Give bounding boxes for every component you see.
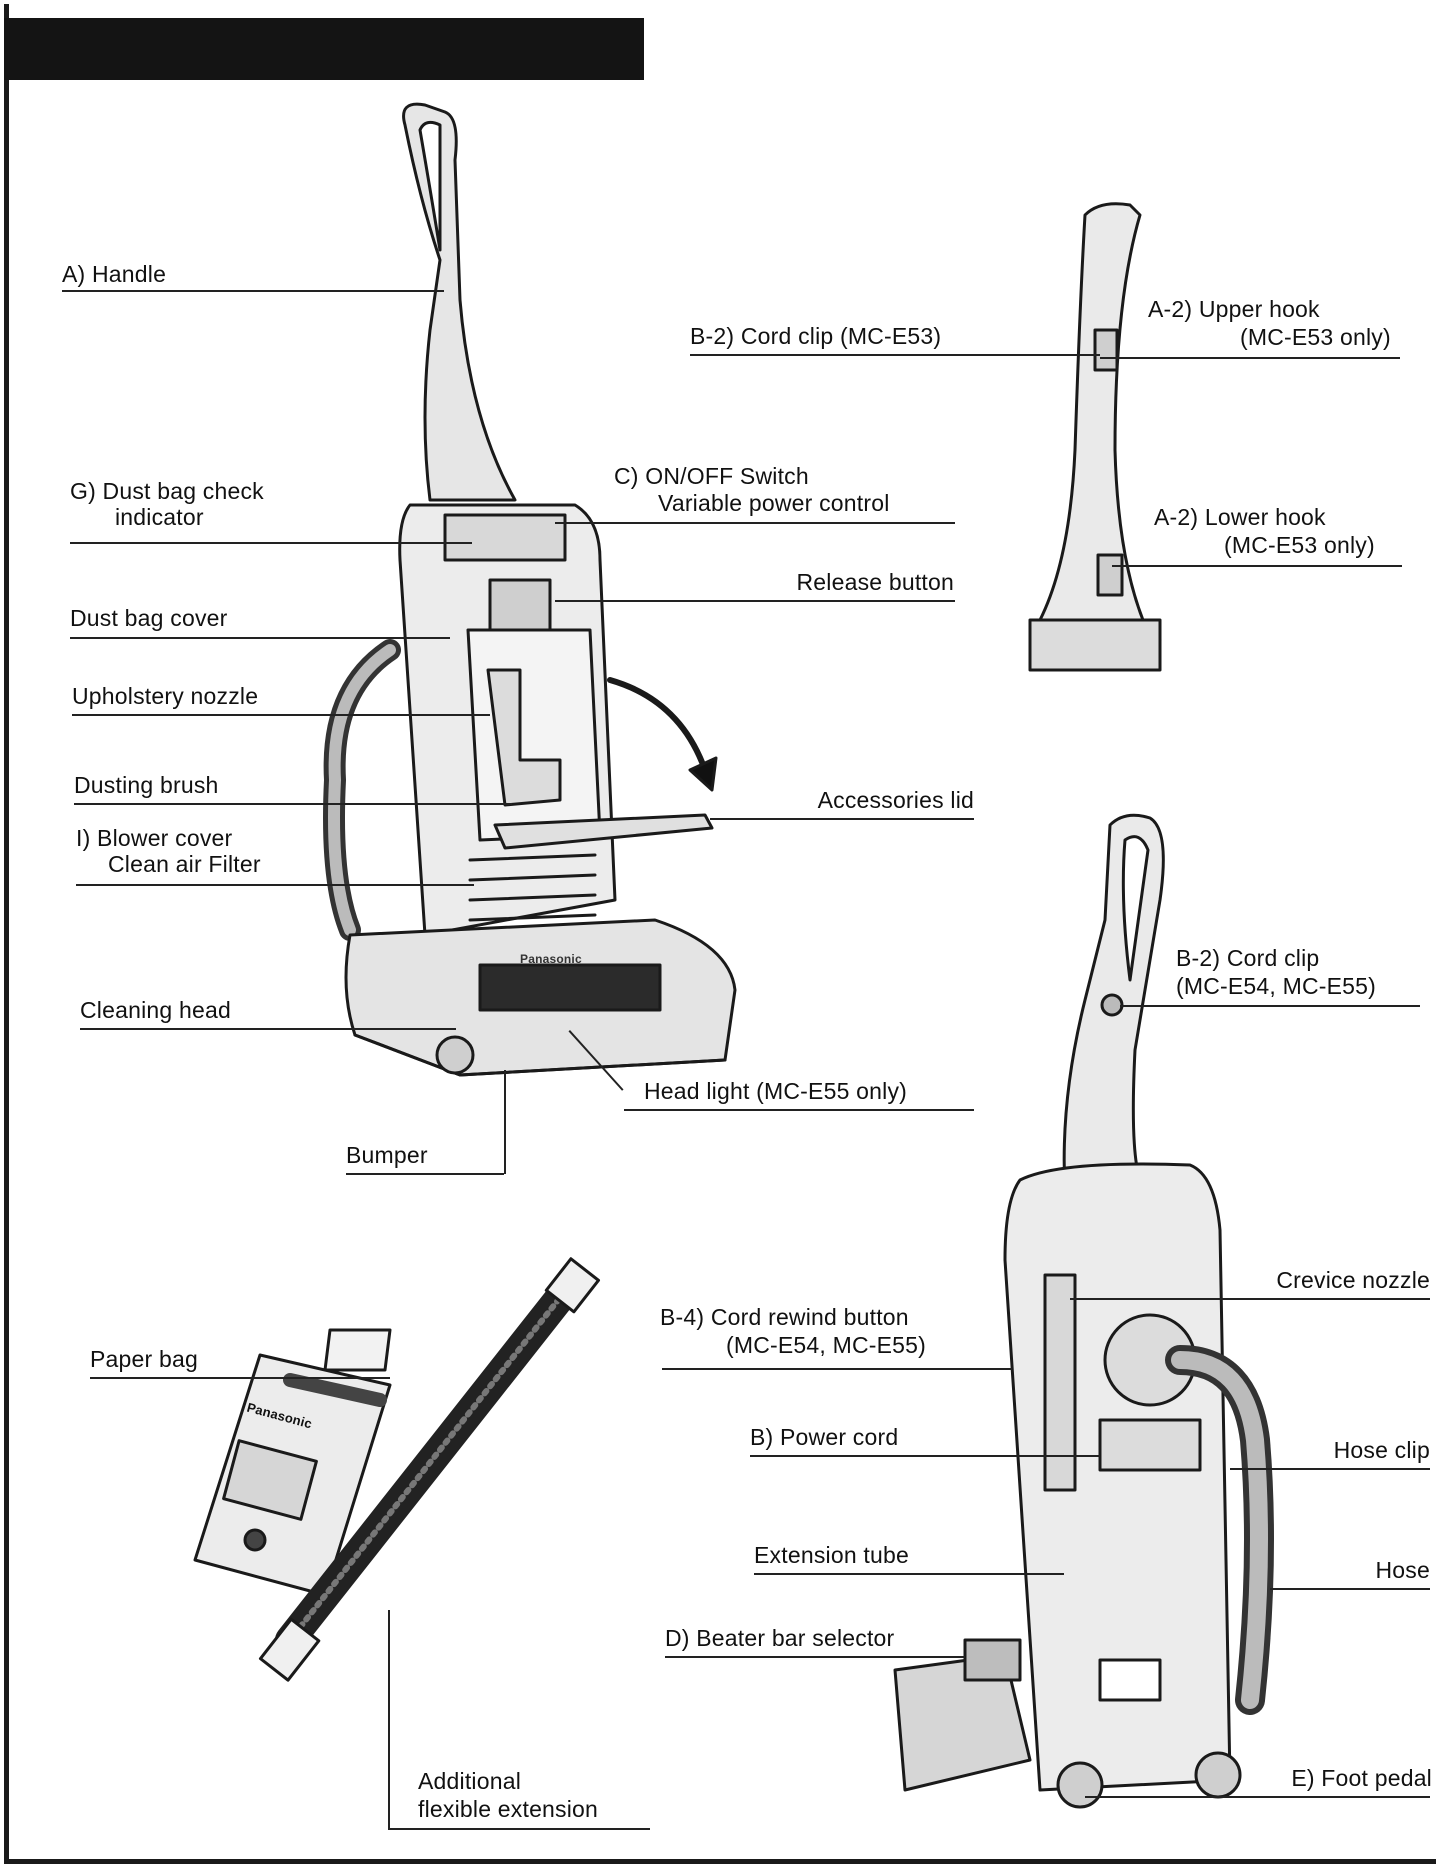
flex-extension-drawing [258, 1257, 600, 1682]
label-extension-tube: Extension tube [754, 1542, 909, 1568]
leader-dust-bag-cover [70, 637, 450, 639]
leader-cord-clip-e54 [1120, 1005, 1420, 1007]
leader-beater-bar [665, 1656, 965, 1658]
label-cord-clip-e54: B-2) Cord clip [1176, 945, 1320, 971]
leader-crevice-nozzle [1070, 1298, 1430, 1300]
label-accessories-lid: Accessories lid [817, 787, 974, 813]
label-lower-hook: A-2) Lower hook [1154, 504, 1326, 530]
label-release-button: Release button [796, 569, 954, 595]
leader-bumper [346, 1173, 504, 1175]
label-additional-extension: Additional [418, 1768, 522, 1794]
label-additional-extension-line2: flexible extension [418, 1796, 599, 1822]
label-head-light: Head light (MC-E55 only) [644, 1078, 908, 1104]
paper-bag-drawing [193, 1328, 392, 1597]
hook-piece-drawing [1028, 202, 1162, 672]
page-border [4, 4, 1436, 1864]
leader-additional-extension [388, 1828, 650, 1830]
label-paper-bag: Paper bag [90, 1346, 198, 1372]
leader-cord-clip-e53 [690, 354, 1100, 356]
label-cord-clip-e54-line2: (MC-E54, MC-E55) [1176, 973, 1377, 999]
label-hose: Hose [1375, 1557, 1430, 1583]
label-power-cord: B) Power cord [750, 1424, 899, 1450]
label-upper-hook-line2: (MC-E53 only) [1240, 324, 1391, 350]
leader-accessories-lid [710, 818, 974, 820]
label-dusting-brush: Dusting brush [74, 772, 219, 798]
leader-upholstery-nozzle [72, 714, 490, 716]
leader-foot-pedal [1085, 1796, 1430, 1798]
leader-dust-bag-check [70, 542, 472, 544]
leader-release-button [555, 600, 955, 602]
header-black-bar [4, 18, 644, 80]
leader-paper-bag [90, 1377, 390, 1379]
label-upholstery-nozzle: Upholstery nozzle [72, 683, 259, 709]
leader-lower-hook [1112, 565, 1402, 567]
main-vacuum-drawing [323, 102, 737, 1077]
label-foot-pedal: E) Foot pedal [1291, 1765, 1432, 1791]
label-cord-clip-e53: B-2) Cord clip (MC-E53) [690, 323, 942, 349]
label-bumper: Bumper [346, 1142, 428, 1168]
leader-blower-cover [76, 884, 474, 886]
leader-additional-extension-vertical [388, 1610, 390, 1829]
label-onoff-switch: C) ON/OFF Switch [614, 463, 809, 489]
label-dust-bag-cover: Dust bag cover [70, 605, 228, 631]
label-onoff-switch-line2: Variable power control [658, 490, 890, 516]
label-cord-rewind: B-4) Cord rewind button [660, 1304, 909, 1330]
label-dust-bag-check: G) Dust bag check [70, 478, 264, 504]
label-lower-hook-line2: (MC-E53 only) [1224, 532, 1375, 558]
leader-head-light [624, 1109, 974, 1111]
leader-extension-tube [754, 1573, 1064, 1575]
label-blower-cover-line2: Clean air Filter [108, 851, 261, 877]
leader-handle [62, 290, 444, 292]
label-upper-hook: A-2) Upper hook [1148, 296, 1320, 322]
head-brand: Panasonic [520, 952, 582, 966]
leader-onoff-switch [555, 522, 955, 524]
leader-bumper-vertical [504, 1070, 506, 1174]
leader-hose [1270, 1588, 1430, 1590]
label-cord-rewind-line2: (MC-E54, MC-E55) [726, 1332, 927, 1358]
leader-dusting-brush [74, 803, 512, 805]
leader-hose-clip [1230, 1468, 1430, 1470]
leader-power-cord [750, 1455, 1100, 1457]
label-handle: A) Handle [62, 261, 167, 287]
label-cleaning-head: Cleaning head [80, 997, 231, 1023]
label-blower-cover: I) Blower cover [76, 825, 233, 851]
label-crevice-nozzle: Crevice nozzle [1276, 1267, 1430, 1293]
leader-cleaning-head [80, 1028, 456, 1030]
label-hose-clip: Hose clip [1333, 1437, 1430, 1463]
leader-upper-hook [1100, 357, 1400, 359]
label-beater-bar: D) Beater bar selector [665, 1625, 895, 1651]
leader-cord-rewind [662, 1368, 1012, 1370]
label-dust-bag-check-line2: indicator [115, 504, 204, 530]
